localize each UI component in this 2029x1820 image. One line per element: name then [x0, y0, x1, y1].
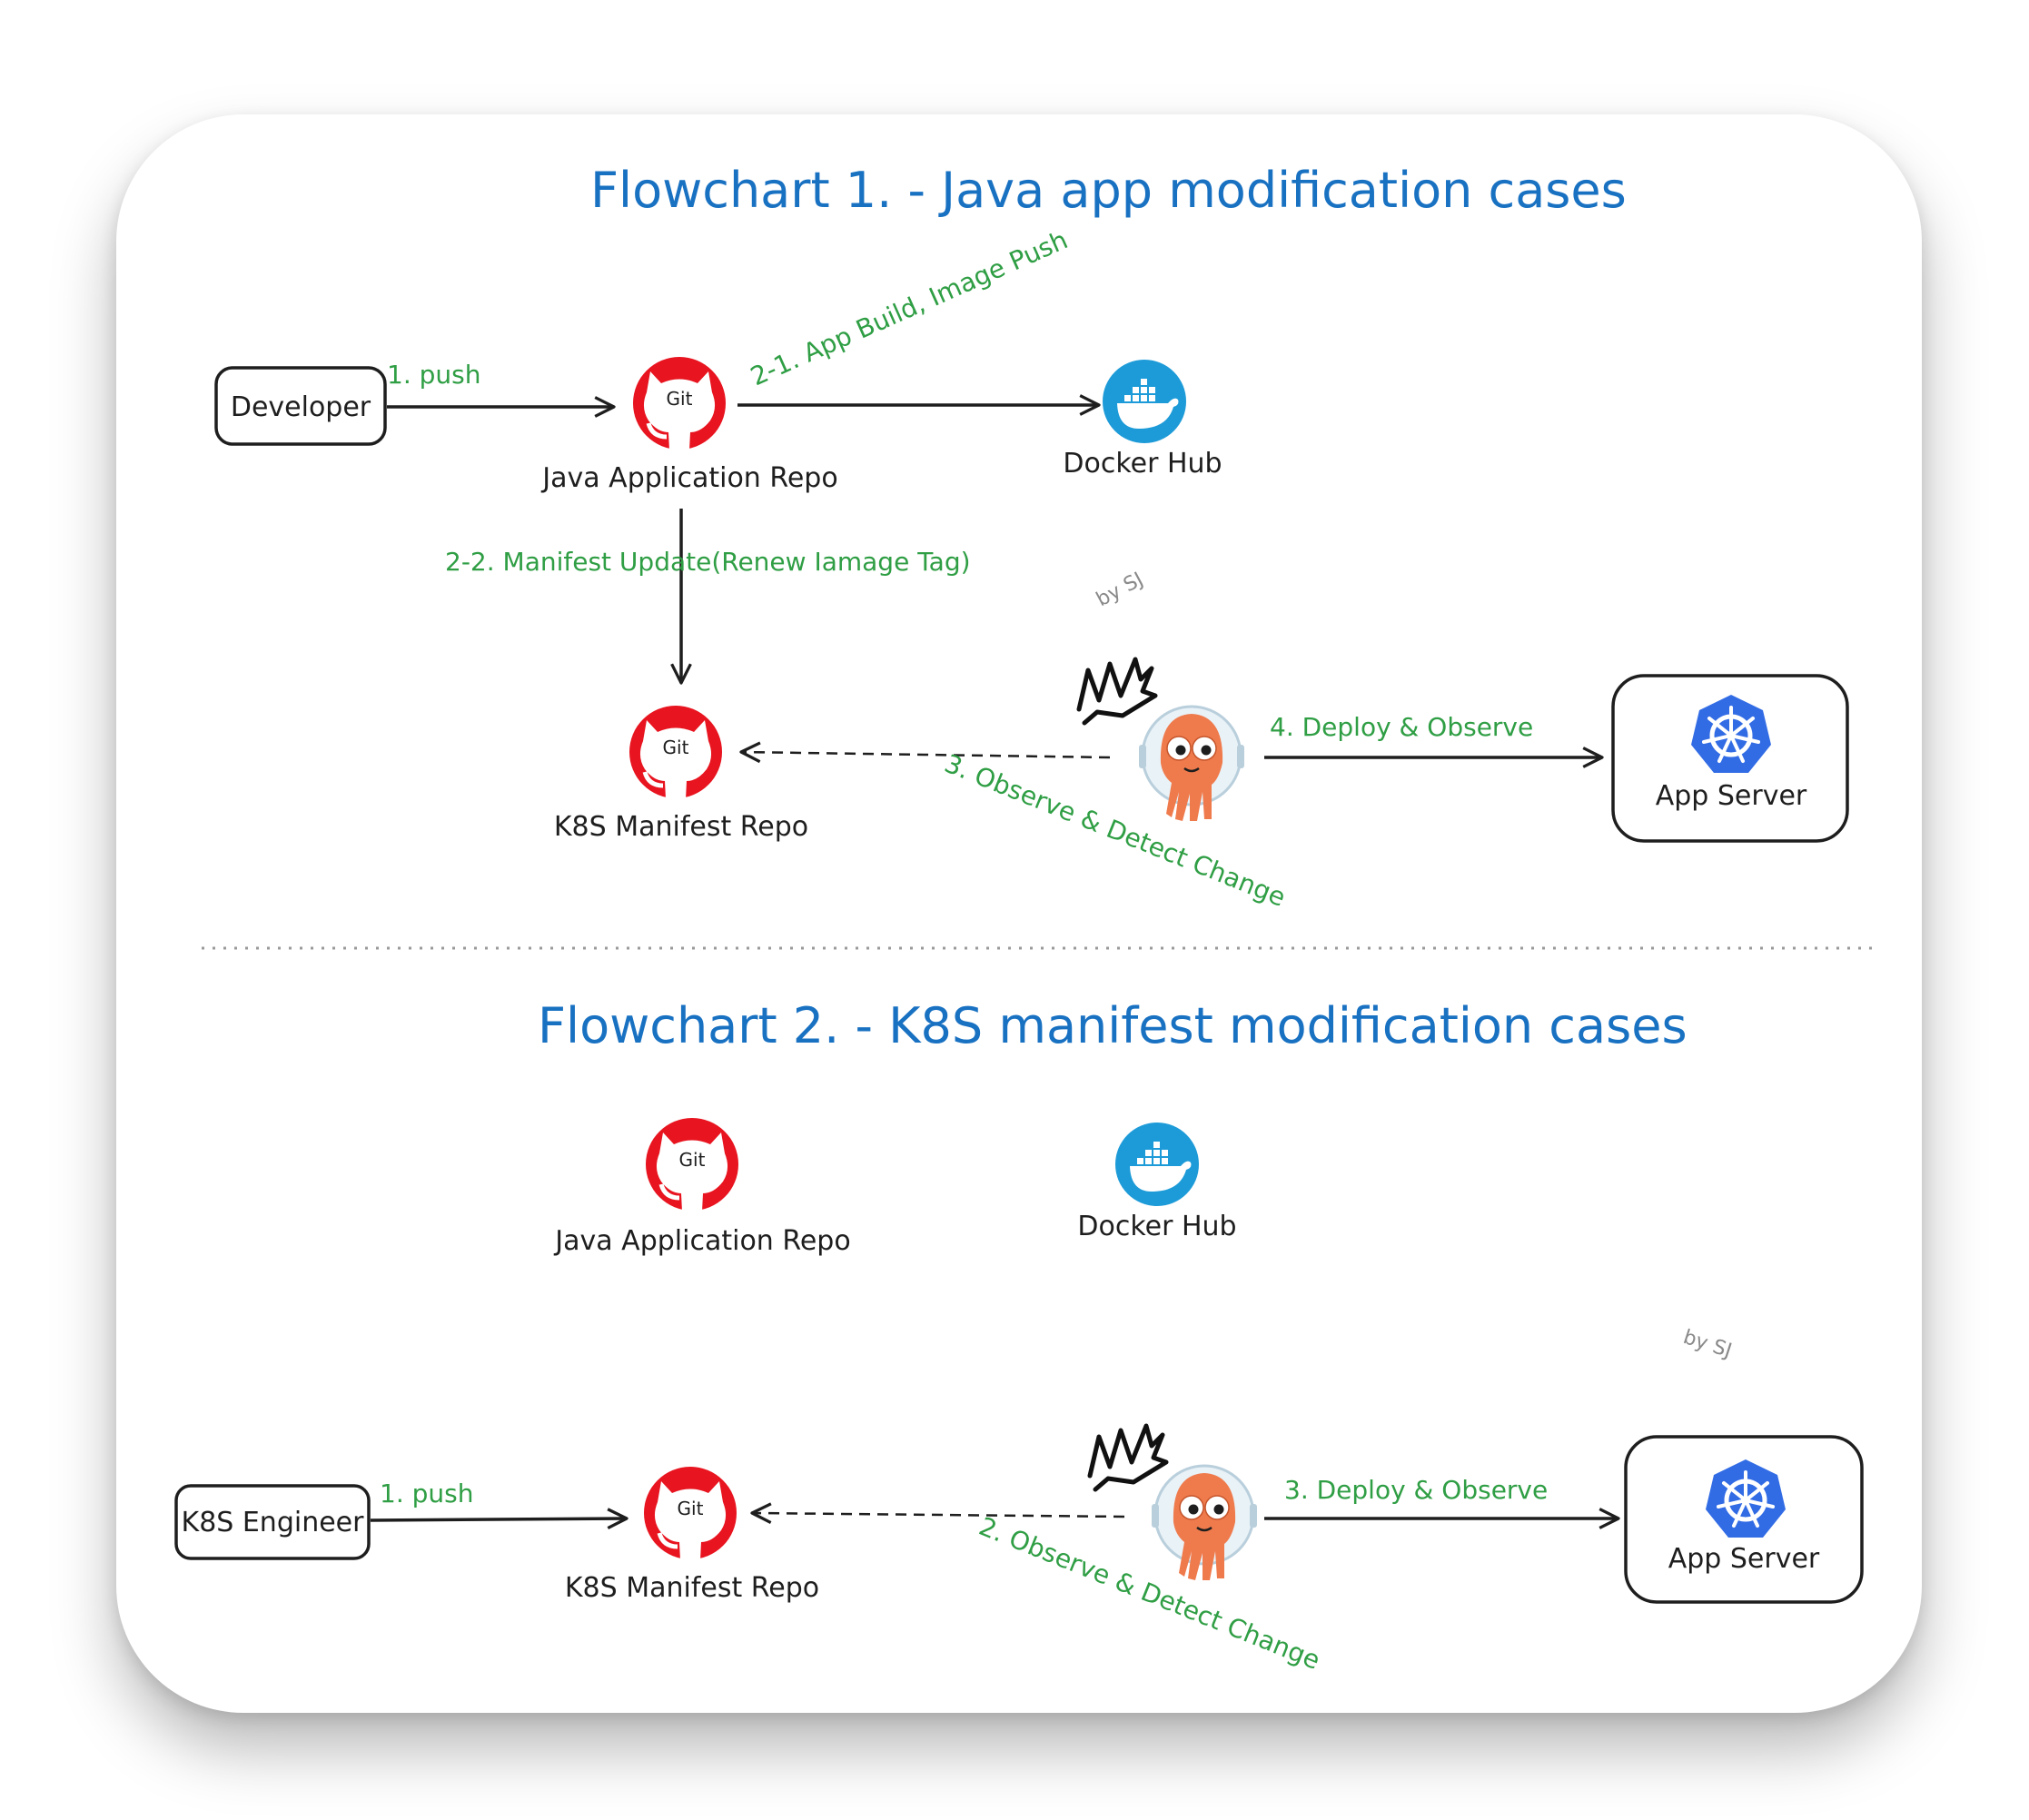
signature: by SJ: [1093, 569, 1147, 612]
manifest-repo-label: K8S Manifest Repo: [565, 1572, 819, 1604]
observe-label: 2. Observe & Detect Change: [975, 1511, 1324, 1676]
flowchart2-title: Flowchart 2. - K8S manifest modification…: [538, 997, 1688, 1054]
developer-label: Developer: [231, 391, 371, 423]
app-server-label: App Server: [1656, 780, 1807, 812]
flowchart1-title: Flowchart 1. - Java app modification cas…: [590, 162, 1627, 219]
push-label: 1. push: [387, 360, 480, 390]
java-repo-label: Java Application Repo: [553, 1225, 850, 1257]
observe-arrow: [750, 1502, 1125, 1525]
k8s-engineer-box[interactable]: [174, 1484, 371, 1560]
deploy-label: 4. Deploy & Observe: [1270, 712, 1533, 742]
git-icon-text: Git: [678, 1498, 704, 1519]
docker-icon: [1115, 1123, 1199, 1206]
scribble-icon: [1079, 659, 1155, 723]
manifest-update-label: 2-2. Manifest Update(Renew Iamage Tag): [445, 547, 971, 577]
engineer-label: K8S Engineer: [182, 1507, 365, 1538]
observe-arrow: [739, 741, 1111, 764]
push-label: 1. push: [380, 1479, 473, 1508]
deploy-label: 3. Deploy & Observe: [1284, 1475, 1548, 1505]
developer-box[interactable]: [214, 366, 387, 446]
diagram-card: [116, 114, 1922, 1713]
signature: by SJ: [1680, 1326, 1734, 1363]
git-icon-text: Git: [679, 1149, 706, 1171]
push-arrow: [370, 1508, 628, 1529]
docker-hub-label: Docker Hub: [1063, 448, 1222, 480]
git-icon: Git: [646, 1118, 738, 1212]
git-icon-text: Git: [663, 737, 689, 758]
git-icon: Git: [633, 357, 726, 450]
argo-octopus-icon: [1137, 705, 1246, 823]
git-icon: Git: [644, 1467, 737, 1560]
git-icon: Git: [629, 706, 722, 799]
git-icon-text: Git: [667, 388, 693, 410]
build-push-label: 2-1. App Build, Image Push: [746, 224, 1072, 391]
manifest-repo-label: K8S Manifest Repo: [554, 811, 808, 843]
docker-icon: [1103, 360, 1186, 443]
java-repo-label: Java Application Repo: [540, 462, 837, 494]
scribble-icon: [1090, 1426, 1166, 1489]
argo-octopus-icon: [1150, 1464, 1259, 1582]
app-server-label: App Server: [1668, 1543, 1820, 1575]
docker-hub-label: Docker Hub: [1077, 1211, 1236, 1242]
